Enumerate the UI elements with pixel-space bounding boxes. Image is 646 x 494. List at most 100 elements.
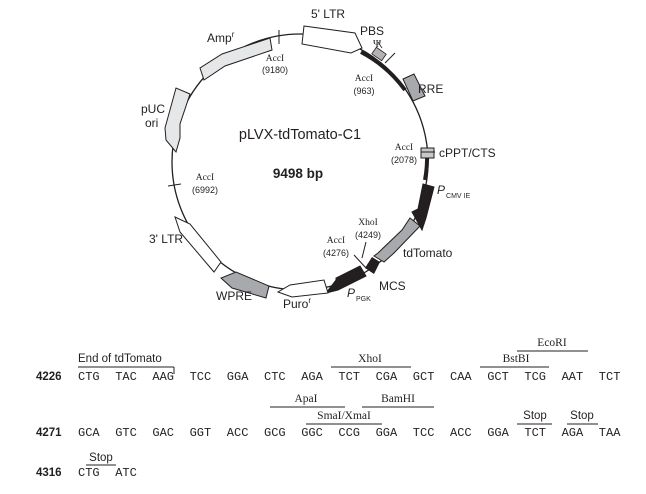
- annotation-bamhi: BamHI: [381, 393, 415, 405]
- label-amp-main: Amp: [207, 31, 232, 45]
- codon: AGA: [562, 426, 584, 440]
- codon: GGA: [227, 370, 249, 384]
- psi-feature: [371, 46, 387, 62]
- tdtomato-feature: [373, 217, 421, 263]
- label-ppgk-main: P: [347, 286, 355, 300]
- site-tick: [361, 241, 367, 259]
- label-ppgk-sub: PGK: [356, 296, 371, 303]
- codon: AGA: [301, 370, 323, 384]
- site-position: (963): [353, 86, 374, 96]
- amp-feature: [199, 37, 273, 81]
- site-position: (9180): [262, 65, 288, 75]
- label-puro: Puror: [283, 296, 311, 311]
- backbone-segment: [360, 50, 407, 92]
- site-tick: [353, 254, 367, 269]
- label-pcmv-sub: CMV IE: [446, 193, 470, 200]
- plasmid-map: pLVX-tdTomato-C1 9498 bp 5' LTR PBS Ψ RR…: [141, 7, 496, 311]
- sequence-number: 4316: [36, 467, 62, 479]
- codon: GCT: [413, 370, 435, 384]
- codon: GGT: [190, 426, 212, 440]
- label-pbs: PBS: [360, 24, 384, 38]
- codon: TAA: [599, 426, 621, 440]
- site-tick: [167, 183, 182, 187]
- codon: TCC: [413, 426, 435, 440]
- site-name: AccI: [355, 74, 373, 84]
- codon: TAC: [115, 370, 137, 384]
- codon: TCT: [338, 370, 360, 384]
- site-tick: [384, 52, 396, 64]
- cppt-feature: [420, 147, 435, 159]
- site-position: (4276): [323, 248, 349, 258]
- annotation-smai: SmaI/XmaI: [317, 410, 371, 422]
- codon: CTG: [78, 466, 100, 480]
- ltr3-feature: [174, 216, 222, 273]
- rre-feature: [402, 73, 426, 102]
- label-pcmv-main: P: [437, 183, 445, 197]
- codon: CTC: [264, 370, 286, 384]
- codon: CAA: [450, 370, 472, 384]
- site-name: AccI: [196, 173, 214, 183]
- label-ltr3: 3' LTR: [149, 232, 183, 246]
- label-rre: RRE: [418, 82, 443, 96]
- mcs-sequence: 4226 CTG TAC AAG TCC GGA CTC AGA TCT CGA GCT CAA GC…: [36, 337, 621, 480]
- codon: TCC: [190, 370, 212, 384]
- label-ppgk: PPGK: [347, 286, 371, 303]
- ltr5-feature: [301, 25, 363, 54]
- codon: ATC: [115, 466, 137, 480]
- annotation-apai: ApaI: [295, 393, 318, 405]
- codon: GCA: [78, 426, 100, 440]
- pcmv-feature: [411, 183, 435, 232]
- codon: GTC: [115, 426, 137, 440]
- sequence-number: 4226: [36, 371, 62, 383]
- label-pcmv: PCMV IE: [437, 183, 470, 200]
- label-ori: ori: [145, 116, 158, 130]
- label-puc: pUC: [141, 102, 165, 116]
- codon: CGA: [376, 370, 398, 384]
- codon: GGC: [301, 426, 323, 440]
- codon: ACC: [227, 426, 249, 440]
- codon: GAC: [152, 426, 174, 440]
- annotation-ecori: EcoRI: [537, 337, 567, 349]
- codon: GCG: [264, 426, 286, 440]
- codon: GGA: [376, 426, 398, 440]
- label-amp-sup: r: [232, 30, 235, 39]
- label-cppt: cPPT/CTS: [439, 146, 496, 160]
- annotation-stop: Stop: [89, 452, 113, 464]
- site-name: AccI: [266, 54, 284, 64]
- sequence-number: 4271: [36, 427, 62, 439]
- codon: TCG: [524, 370, 546, 384]
- label-psi: Ψ: [373, 38, 382, 50]
- label-tdtomato: tdTomato: [403, 246, 453, 260]
- label-ltr5: 5' LTR: [311, 7, 345, 21]
- codon: TCT: [599, 370, 621, 384]
- annotation-stop: Stop: [570, 410, 594, 422]
- site-name: XhoI: [358, 218, 378, 228]
- codon: CTG: [78, 370, 100, 384]
- codon: CCG: [338, 426, 360, 440]
- annotation-end-tdtomato: End of tdTomato: [78, 353, 162, 365]
- site-name: AccI: [395, 143, 413, 153]
- mcs-feature: [365, 257, 380, 274]
- sequence-row: CTG TAC AAG TCC GGA CTC AGA TCT CGA GCT CAA GCT TCG A…: [78, 370, 620, 384]
- plasmid-name: pLVX-tdTomato-C1: [239, 127, 361, 143]
- site-position: (6992): [192, 185, 218, 195]
- site-position: (2078): [391, 155, 417, 165]
- sequence-row: CTG ATC: [78, 466, 137, 480]
- label-wpre: WPRE: [216, 289, 252, 303]
- codon: ACC: [450, 426, 472, 440]
- puro-feature: [276, 279, 329, 298]
- codon: AAT: [562, 370, 584, 384]
- site-name: AccI: [327, 236, 345, 246]
- wpre-feature: [220, 271, 270, 299]
- codon: TCT: [524, 426, 546, 440]
- codon: GCT: [487, 370, 509, 384]
- puc-ori-feature: [164, 87, 191, 154]
- psi-tick: [377, 41, 383, 49]
- annotation-xhoi: XhoI: [358, 353, 382, 365]
- site-position: (4249): [355, 230, 381, 240]
- annotation-bstbi: BstBI: [503, 353, 530, 365]
- codon: AAG: [152, 370, 174, 384]
